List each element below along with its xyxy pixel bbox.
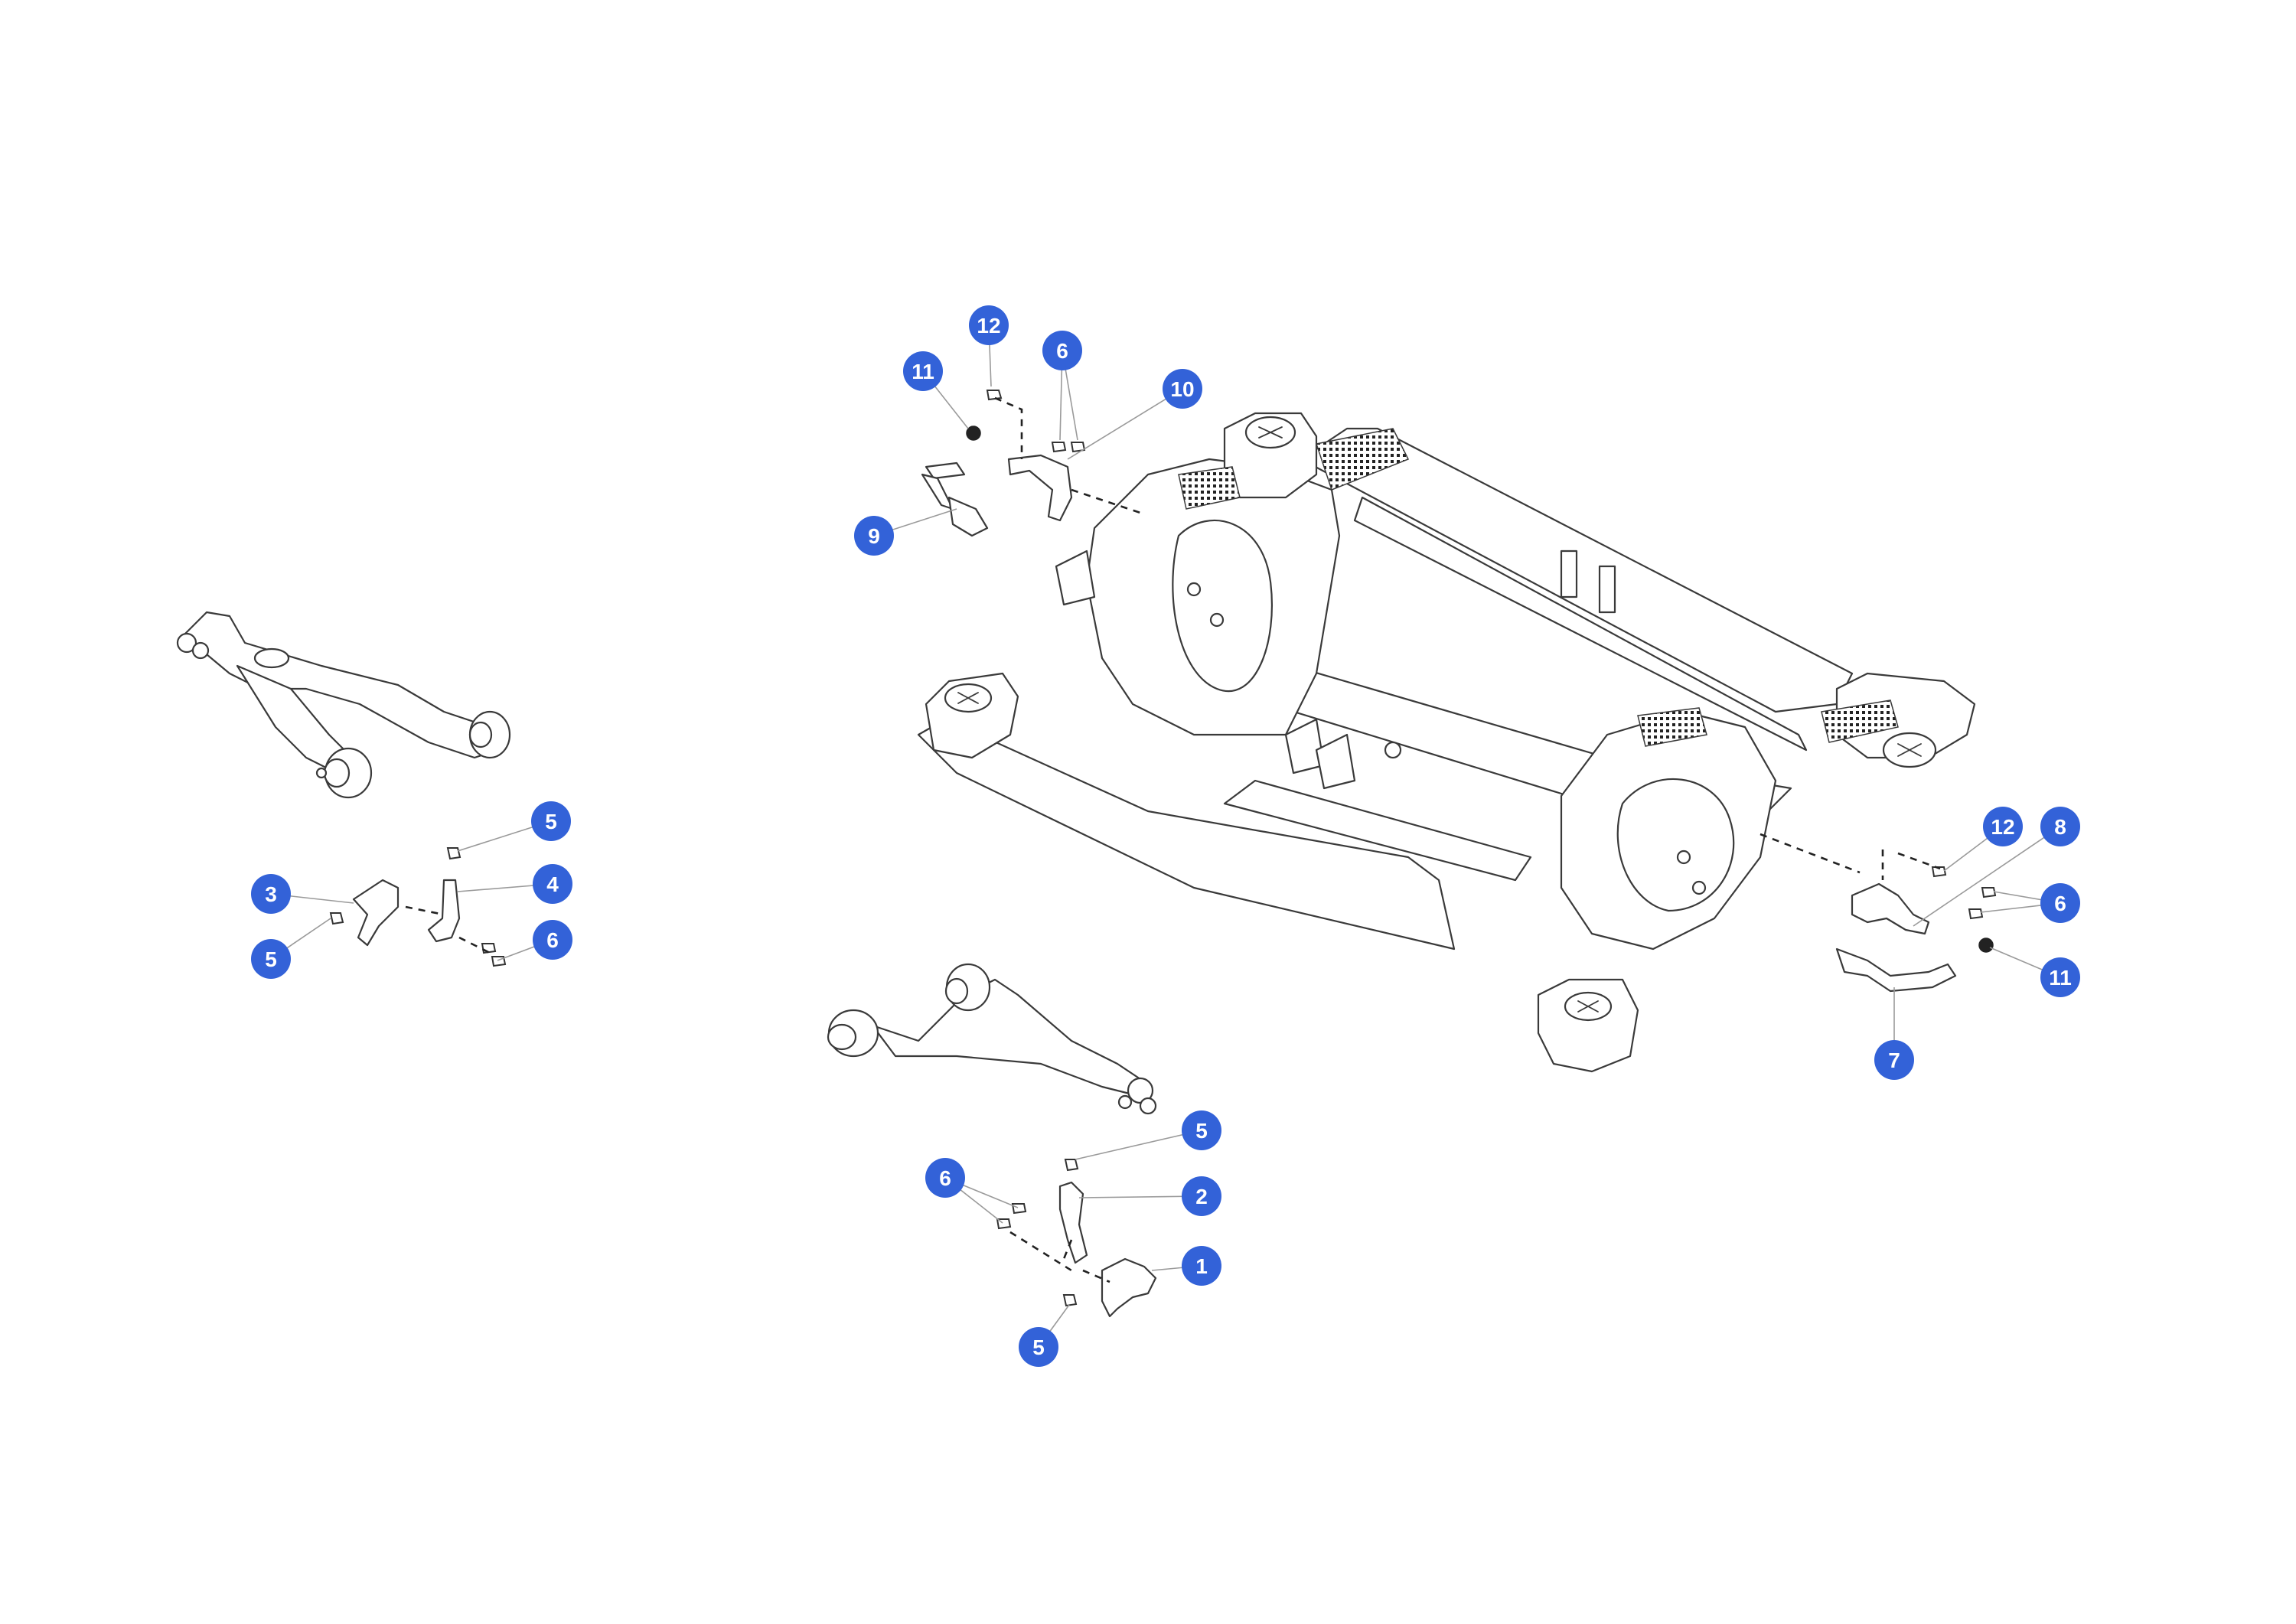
- callout-4: 4: [533, 864, 572, 904]
- callout-11: 11: [2040, 957, 2080, 997]
- callout-circle: [1983, 807, 2023, 846]
- callout-circle: [854, 516, 894, 556]
- callout-5: 5: [251, 939, 291, 979]
- sensor-group-right: [1835, 866, 1997, 993]
- callout-label: 8: [2054, 815, 2066, 839]
- callout-circle: [251, 874, 291, 914]
- callout-circle: [251, 939, 291, 979]
- callout-circle: [533, 920, 572, 960]
- callout-8: 8: [2040, 807, 2080, 846]
- callout-circle: [533, 864, 572, 904]
- callout-5: 5: [1019, 1327, 1058, 1367]
- callout-label: 12: [977, 314, 1000, 338]
- callout-6: 6: [2040, 883, 2080, 923]
- callout-label: 5: [265, 947, 277, 971]
- callout-label: 3: [265, 882, 277, 906]
- callout-circle: [925, 1158, 965, 1198]
- callout-12: 12: [969, 305, 1009, 345]
- callout-label: 7: [1888, 1048, 1900, 1072]
- callout-circle: [2040, 883, 2080, 923]
- callout-label: 11: [912, 360, 934, 383]
- callout-label: 2: [1195, 1185, 1208, 1208]
- callout-label: 5: [1195, 1119, 1208, 1143]
- callout-circle: [1182, 1246, 1221, 1286]
- callout-1: 1: [1182, 1246, 1221, 1286]
- callout-circle: [1182, 1176, 1221, 1216]
- callout-5: 5: [531, 801, 571, 841]
- callout-11: 11: [903, 351, 943, 391]
- callout-label: 10: [1170, 377, 1194, 401]
- callout-10: 10: [1163, 369, 1202, 409]
- callout-label: 5: [545, 810, 557, 833]
- sensor-group-left: [329, 847, 507, 967]
- callout-circle: [903, 351, 943, 391]
- callout-6: 6: [925, 1158, 965, 1198]
- callout-circle: [2040, 957, 2080, 997]
- callout-label: 11: [2049, 966, 2072, 990]
- callout-label: 4: [546, 872, 559, 896]
- callout-circle: [1019, 1327, 1058, 1367]
- callout-circle: [2040, 807, 2080, 846]
- callout-label: 12: [1991, 815, 2014, 839]
- control-arm-upper-left: [176, 611, 511, 799]
- callout-12: 12: [1983, 807, 2023, 846]
- callout-7: 7: [1874, 1040, 1914, 1080]
- callout-label: 6: [939, 1166, 951, 1190]
- callout-2: 2: [1182, 1176, 1221, 1216]
- sensor-group-top: [921, 390, 1086, 537]
- callouts: 12 6 11 10 9 5 3 4 5 6 12 8 6 11 7 5 6 2 1 5: [251, 305, 2080, 1367]
- control-arm-lower-center: [827, 963, 1157, 1115]
- callout-label: 9: [868, 524, 880, 548]
- callout-label: 5: [1032, 1335, 1045, 1359]
- callout-label: 6: [1056, 339, 1068, 363]
- callout-circle: [1163, 369, 1202, 409]
- callout-label: 6: [2054, 892, 2066, 915]
- callout-circle: [1182, 1110, 1221, 1150]
- callout-9: 9: [854, 516, 894, 556]
- callout-circle: [1042, 331, 1082, 370]
- callout-circle: [1874, 1040, 1914, 1080]
- callout-5: 5: [1182, 1110, 1221, 1150]
- sensor-group-bottom: [996, 1159, 1157, 1318]
- callout-3: 3: [251, 874, 291, 914]
- callout-label: 1: [1195, 1254, 1208, 1278]
- callout-circle: [969, 305, 1009, 345]
- callout-label: 6: [546, 928, 559, 952]
- callout-circle: [531, 801, 571, 841]
- callout-6: 6: [533, 920, 572, 960]
- assembly-dashed-lines: [405, 396, 1941, 1283]
- callout-6: 6: [1042, 331, 1082, 370]
- subframe: [917, 412, 1976, 1073]
